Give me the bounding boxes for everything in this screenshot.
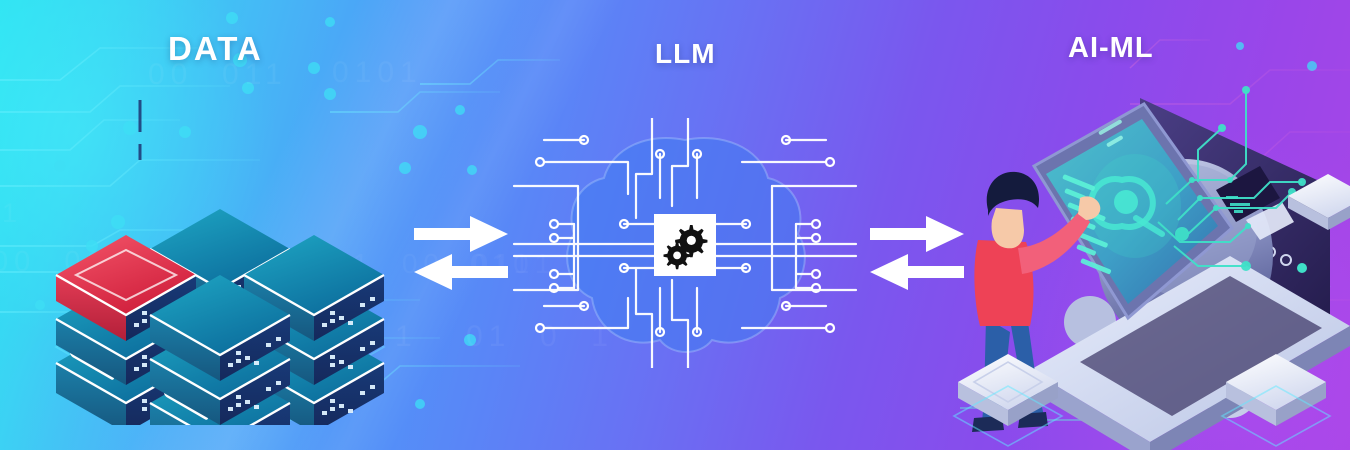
highlighted-server-block [55, 235, 197, 341]
ai-display-screen [1031, 102, 1235, 321]
arrow-left-icon [870, 254, 964, 290]
floating-cube-left [952, 354, 1064, 447]
data-to-llm-connector [412, 214, 512, 294]
llm-to-aiml-connector [868, 214, 968, 294]
gears-icon [654, 214, 716, 276]
llm-brain-circuit-illustration [500, 116, 870, 370]
arrow-right-icon [414, 216, 508, 252]
arrow-left-icon [414, 254, 508, 290]
arrow-right-icon [870, 216, 964, 252]
floating-cube-right [1220, 354, 1332, 447]
section-title-llm: LLM [655, 38, 716, 69]
data-server-illustration [20, 95, 420, 450]
aiml-scene-illustration [930, 70, 1350, 450]
section-title-data: DATA [168, 30, 263, 67]
floating-cube-far-right [1288, 174, 1350, 230]
section-title-aiml: AI-ML [1068, 32, 1154, 64]
